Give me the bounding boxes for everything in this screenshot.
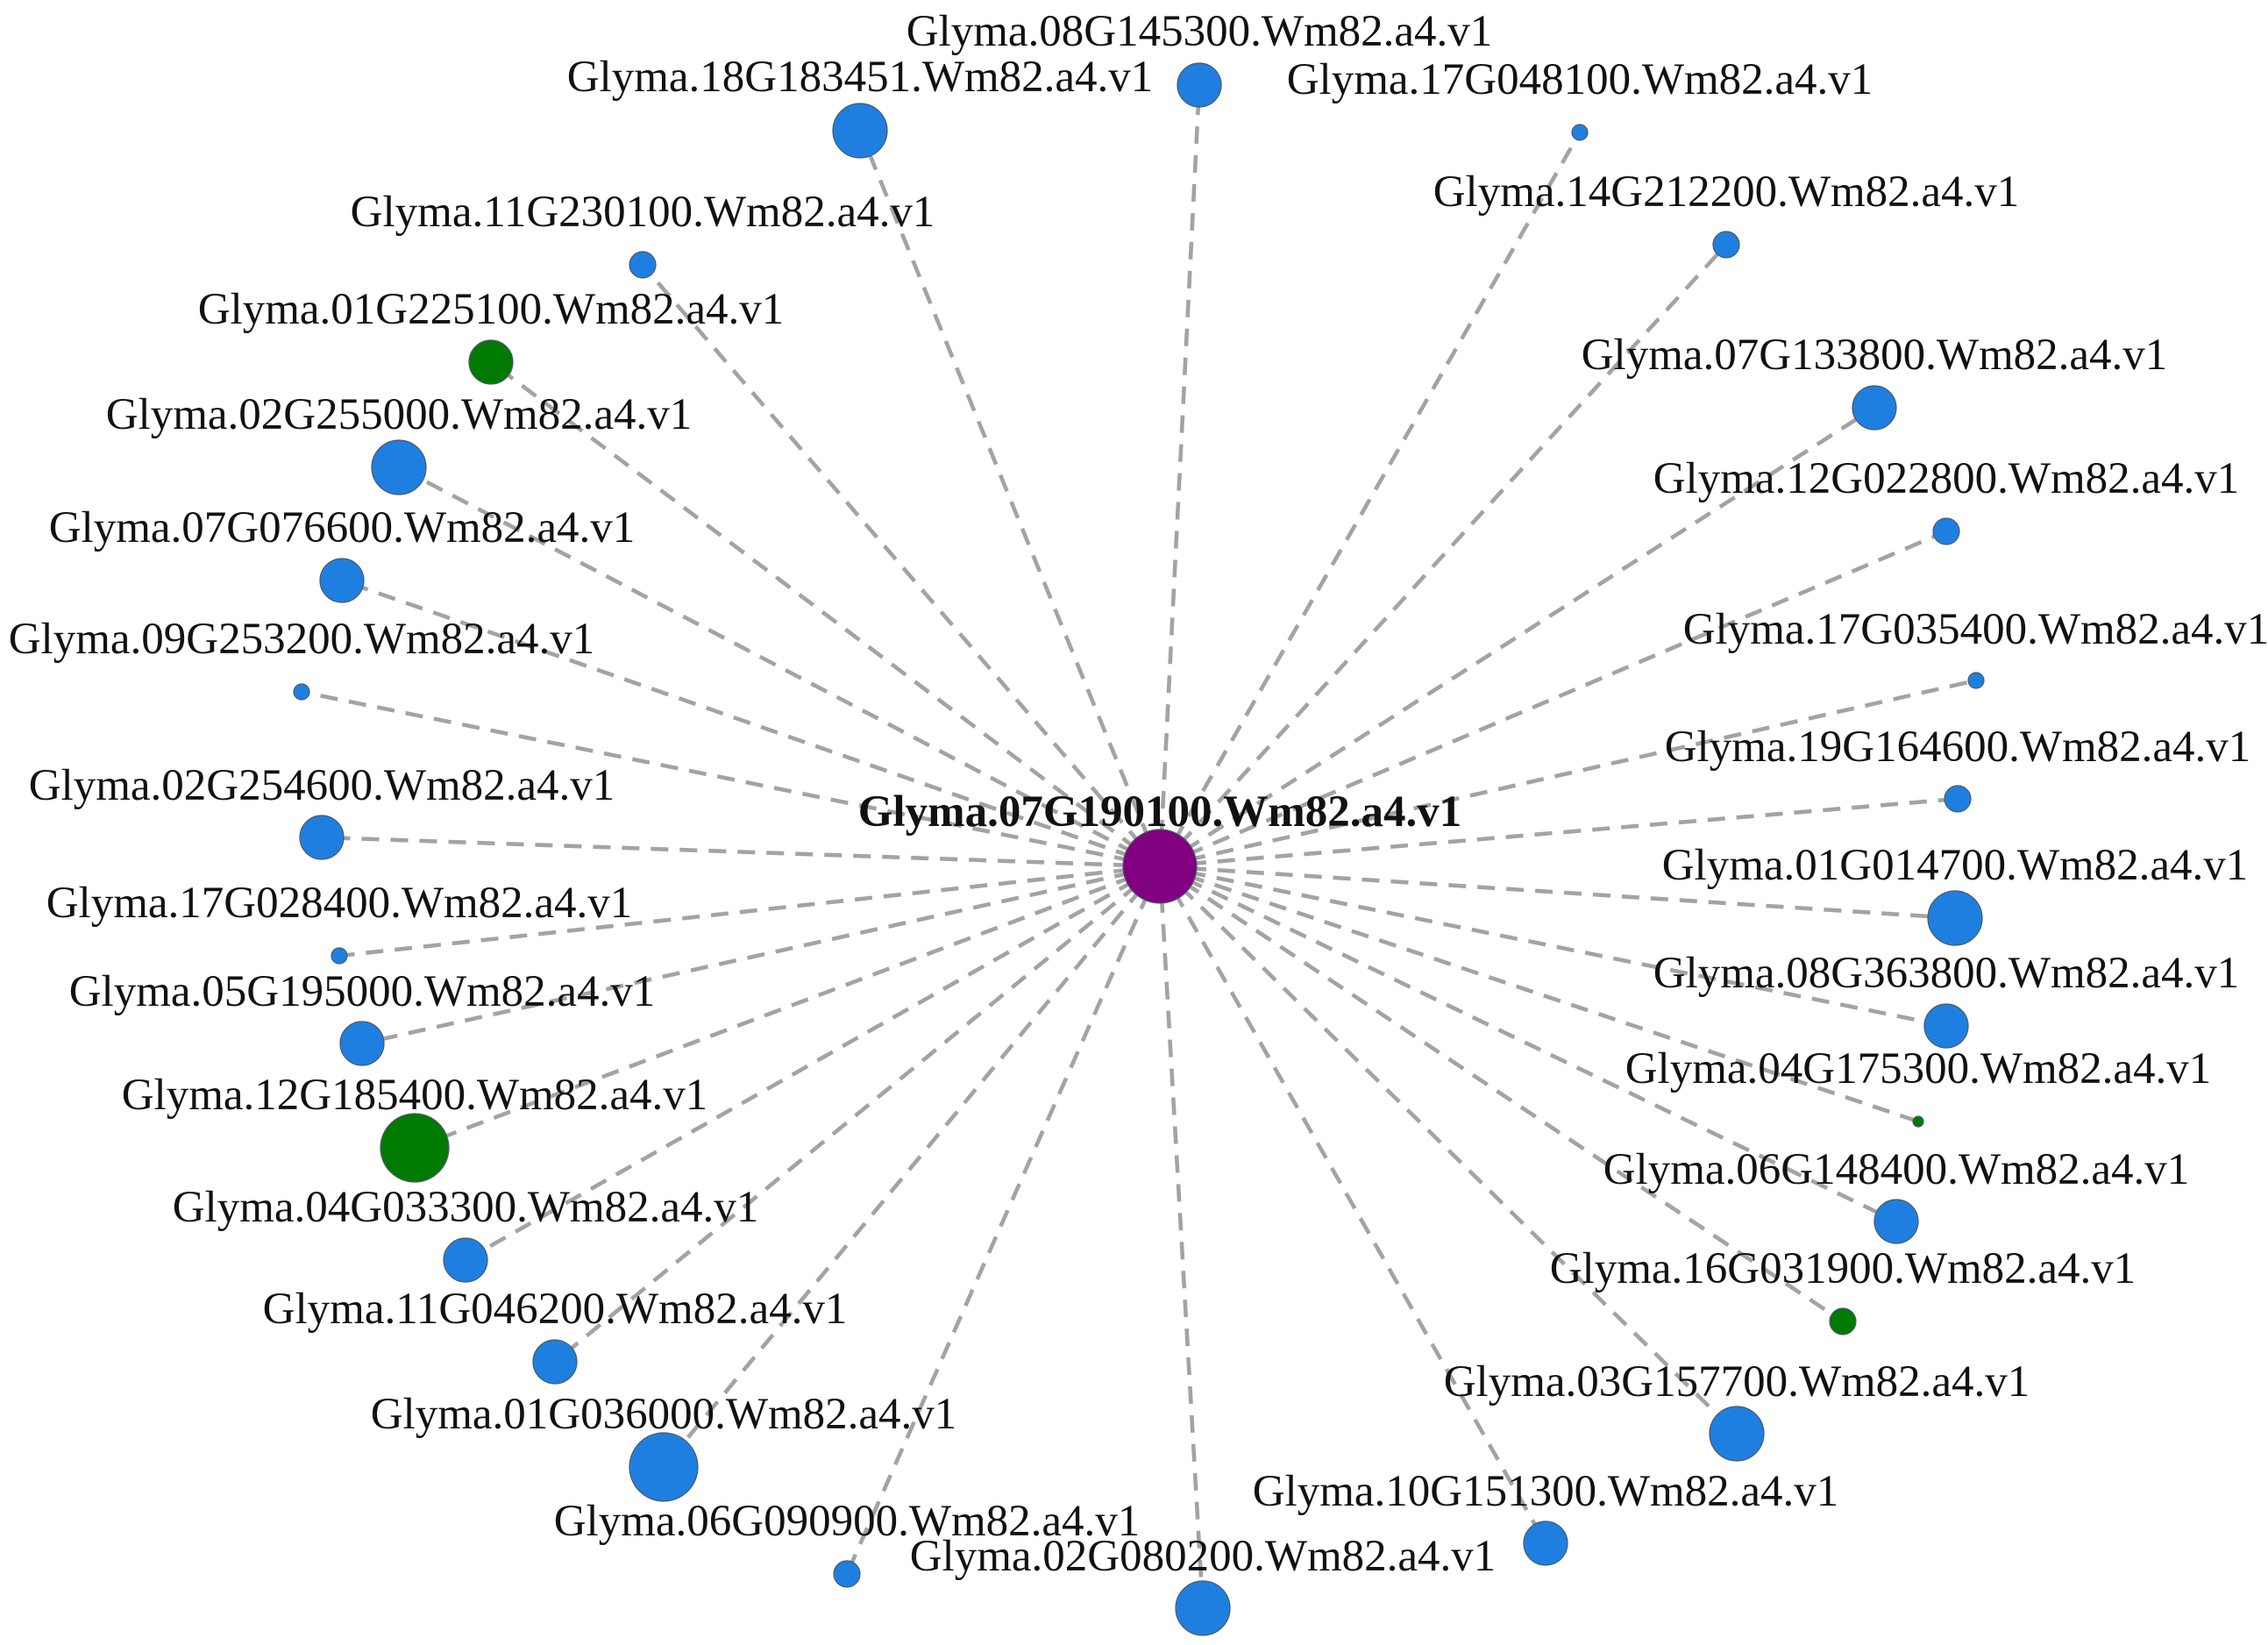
gene-label: Glyma.06G090900.Wm82.a4.v1	[554, 1497, 1141, 1546]
gene-label: Glyma.07G133800.Wm82.a4.v1	[1582, 331, 2168, 380]
edge	[321, 835, 1161, 869]
edge	[1159, 678, 1977, 869]
gene-node[interactable]	[1712, 231, 1740, 259]
gene-label: Glyma.01G225100.Wm82.a4.v1	[198, 285, 785, 334]
edge	[1158, 243, 1728, 868]
gene-node[interactable]	[1923, 1003, 1969, 1049]
gene-node[interactable]	[443, 1237, 488, 1283]
edge	[301, 689, 1161, 869]
edge	[1159, 864, 1956, 921]
gene-node[interactable]	[1912, 1115, 1924, 1128]
gene-label: Glyma.12G022800.Wm82.a4.v1	[1653, 454, 2240, 503]
edge	[1158, 865, 1547, 1545]
gene-node[interactable]	[293, 683, 310, 701]
edge	[1159, 796, 1959, 869]
gene-label: Glyma.19G164600.Wm82.a4.v1	[1665, 723, 2251, 772]
gene-node[interactable]	[1927, 890, 1983, 946]
edge	[1157, 84, 1202, 867]
gene-label: Glyma.18G183451.Wm82.a4.v1	[567, 53, 1154, 102]
edge	[844, 865, 1162, 1575]
gene-node[interactable]	[1523, 1520, 1568, 1566]
gene-label: Glyma.17G028400.Wm82.a4.v1	[46, 879, 633, 928]
gene-label: Glyma.08G145300.Wm82.a4.v1	[906, 7, 1493, 56]
edge	[338, 864, 1161, 958]
edge	[641, 263, 1162, 868]
gene-node[interactable]	[1829, 1307, 1857, 1335]
edge	[414, 864, 1161, 1150]
edge	[1158, 865, 1845, 1323]
gene-label: Glyma.01G014700.Wm82.a4.v1	[1662, 841, 2249, 890]
gene-label: Glyma.04G033300.Wm82.a4.v1	[173, 1183, 759, 1232]
edge-layer	[301, 84, 1977, 1609]
gene-node[interactable]	[1175, 1580, 1231, 1636]
edge	[1158, 131, 1582, 868]
gene-label: Glyma.14G212200.Wm82.a4.v1	[1433, 167, 2020, 217]
gene-node[interactable]	[371, 439, 427, 495]
gene-node[interactable]	[299, 815, 345, 860]
gene-label: Glyma.08G363800.Wm82.a4.v1	[1653, 949, 2240, 998]
gene-node[interactable]	[532, 1339, 578, 1385]
gene-label: Glyma.17G048100.Wm82.a4.v1	[1287, 55, 1873, 104]
edge	[1159, 864, 1947, 1029]
edge	[553, 865, 1162, 1364]
gene-label: Glyma.01G036000.Wm82.a4.v1	[371, 1390, 957, 1439]
edge	[361, 864, 1161, 1046]
edge	[1158, 865, 1738, 1435]
gene-node[interactable]	[468, 339, 514, 385]
gene-label: Glyma.09G253200.Wm82.a4.v1	[9, 615, 595, 664]
edge	[1159, 864, 1919, 1124]
gene-node[interactable]	[629, 1432, 699, 1502]
gene-label: Glyma.11G046200.Wm82.a4.v1	[263, 1285, 848, 1334]
gene-node[interactable]	[319, 558, 365, 603]
gene-label: Glyma.10G151300.Wm82.a4.v1	[1253, 1467, 1839, 1516]
gene-node[interactable]	[833, 1560, 861, 1588]
gene-node[interactable]	[331, 947, 348, 965]
hub-gene-node[interactable]	[1122, 829, 1198, 904]
gene-node[interactable]	[629, 251, 657, 279]
gene-label: Glyma.05G195000.Wm82.a4.v1	[69, 967, 656, 1016]
label-layer: Glyma.08G145300.Wm82.a4.v1Glyma.18G18345…	[9, 7, 2268, 1581]
edge	[464, 864, 1162, 1263]
gene-label: Glyma.02G080200.Wm82.a4.v1	[910, 1532, 1497, 1581]
gene-label: Glyma.11G230100.Wm82.a4.v1	[351, 188, 935, 237]
gene-node[interactable]	[1967, 672, 1985, 689]
gene-node[interactable]	[1177, 62, 1222, 108]
gene-label: Glyma.02G255000.Wm82.a4.v1	[106, 390, 693, 439]
edge	[489, 360, 1162, 868]
edge	[1158, 406, 1876, 868]
gene-label: Glyma.06G148400.Wm82.a4.v1	[1603, 1145, 2190, 1194]
gene-node[interactable]	[339, 1021, 385, 1066]
gene-node[interactable]	[1852, 385, 1897, 431]
gene-node[interactable]	[1571, 124, 1589, 141]
gene-label: Glyma.04G175300.Wm82.a4.v1	[1625, 1044, 2212, 1093]
gene-node[interactable]	[832, 103, 888, 159]
gene-node[interactable]	[1873, 1199, 1919, 1244]
edge	[662, 865, 1162, 1469]
gene-label: Glyma.17G035400.Wm82.a4.v1	[1683, 605, 2268, 654]
gene-node[interactable]	[1932, 517, 1960, 545]
gene-node[interactable]	[380, 1113, 450, 1183]
edge	[857, 130, 1162, 867]
gene-label: Glyma.03G157700.Wm82.a4.v1	[1444, 1357, 2030, 1406]
hub-gene-label: Glyma.07G190100.Wm82.a4.v1	[858, 787, 1461, 837]
edge	[1157, 865, 1205, 1609]
gene-node[interactable]	[1709, 1406, 1765, 1462]
edge	[1159, 864, 1897, 1224]
gene-label: Glyma.12G185400.Wm82.a4.v1	[122, 1071, 708, 1120]
gene-label: Glyma.02G254600.Wm82.a4.v1	[29, 761, 615, 810]
node-layer	[293, 62, 1985, 1636]
gene-label: Glyma.07G076600.Wm82.a4.v1	[49, 503, 636, 552]
gene-node[interactable]	[1944, 785, 1972, 813]
gene-label: Glyma.16G031900.Wm82.a4.v1	[1550, 1244, 2136, 1293]
